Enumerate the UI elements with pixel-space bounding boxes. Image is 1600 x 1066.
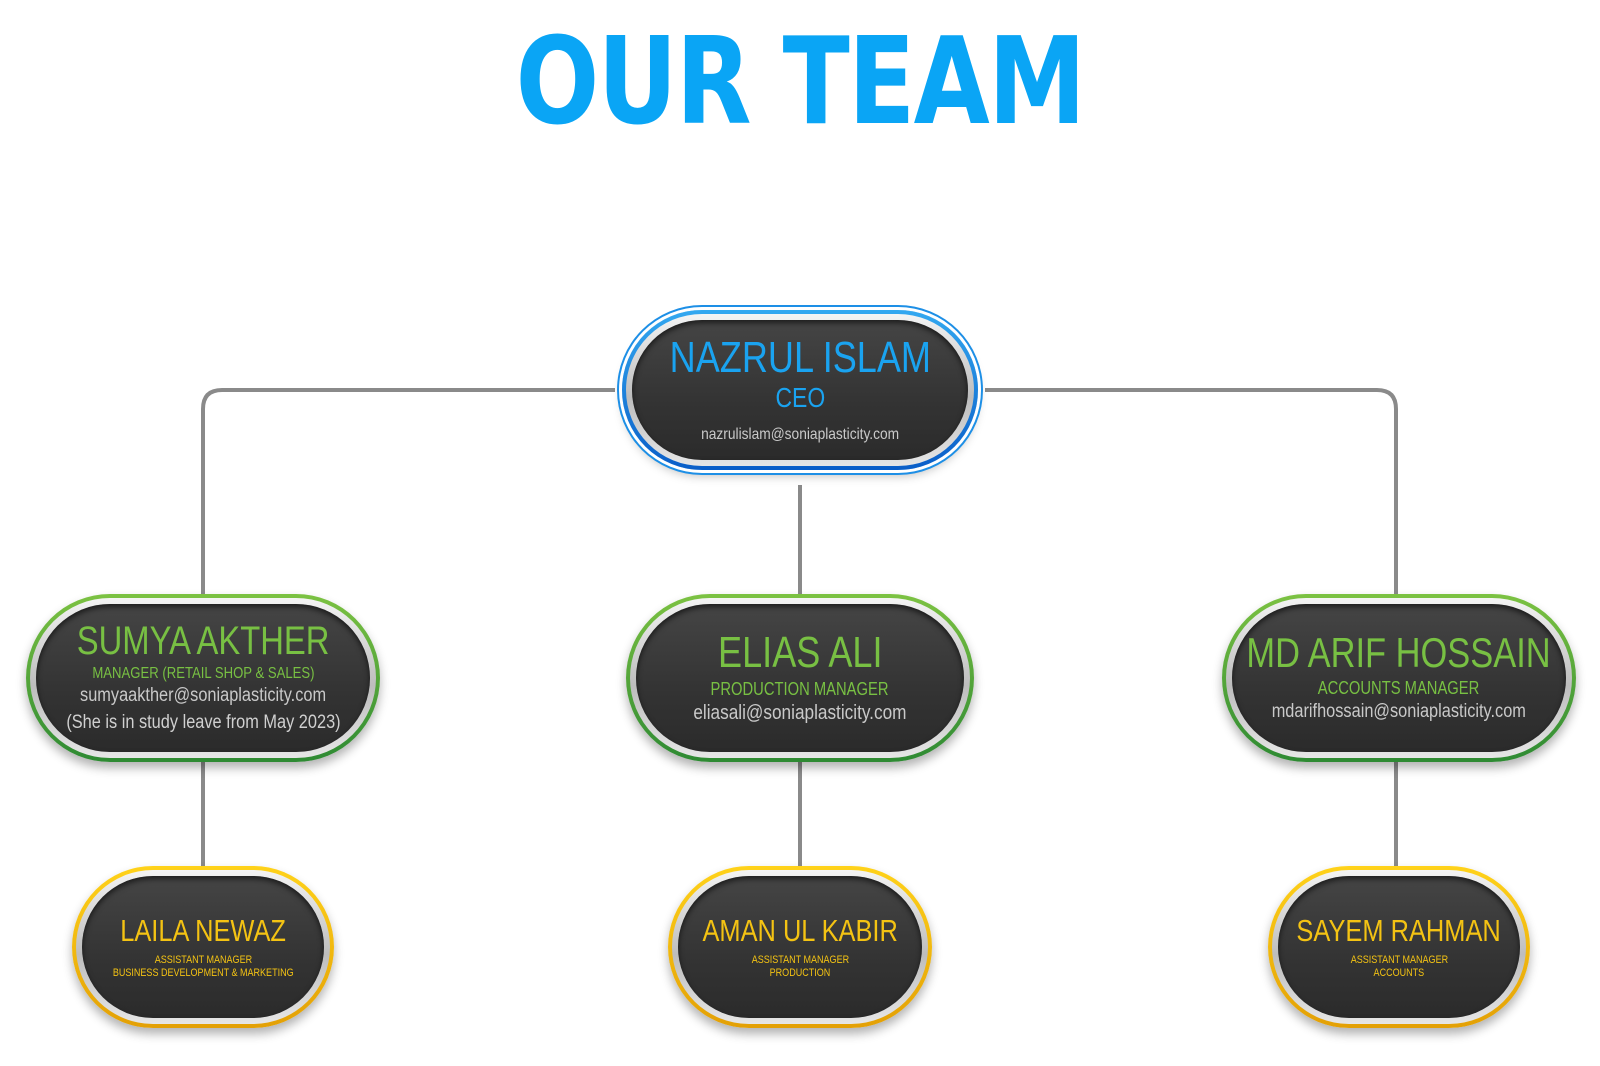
assistant-role-line1: ASSISTANT MANAGER bbox=[1350, 953, 1448, 966]
assistant-node-laila[interactable]: LAILA NEWAZ ASSISTANT MANAGER BUSINESS D… bbox=[72, 866, 334, 1028]
ceo-role: CEO bbox=[775, 382, 825, 414]
manager-name: ELIAS ALI bbox=[717, 627, 883, 677]
manager-email[interactable]: mdarifhossain@soniaplasticity.com bbox=[1271, 700, 1527, 722]
ceo-name: NAZRUL ISLAM bbox=[669, 333, 931, 383]
assistant-role-line2: BUSINESS DEVELOPMENT & MARKETING bbox=[112, 966, 294, 979]
connector-ceo-right bbox=[985, 388, 1398, 598]
assistant-role-line2: PRODUCTION bbox=[769, 966, 831, 979]
manager-email[interactable]: sumyaakther@soniaplasticity.com bbox=[79, 685, 327, 707]
assistant-name: LAILA NEWAZ bbox=[120, 912, 286, 948]
manager-role: PRODUCTION MANAGER bbox=[711, 678, 889, 699]
assistant-role-line1: ASSISTANT MANAGER bbox=[751, 953, 849, 966]
manager-note: (She is in study leave from May 2023) bbox=[65, 712, 341, 734]
assistant-role-line2: ACCOUNTS bbox=[1373, 966, 1425, 979]
assistant-node-aman[interactable]: AMAN UL KABIR ASSISTANT MANAGER PRODUCTI… bbox=[668, 866, 932, 1028]
manager-node-elias[interactable]: ELIAS ALI PRODUCTION MANAGER eliasali@so… bbox=[626, 594, 974, 762]
connector-ceo-left bbox=[201, 388, 615, 598]
assistant-name: SAYEM RAHMAN bbox=[1296, 912, 1502, 948]
assistant-node-sayem[interactable]: SAYEM RAHMAN ASSISTANT MANAGER ACCOUNTS bbox=[1268, 866, 1530, 1028]
manager-name: MD ARIF HOSSAIN bbox=[1246, 629, 1552, 677]
assistant-name: AMAN UL KABIR bbox=[702, 912, 898, 948]
manager-node-sumya[interactable]: SUMYA AKTHER MANAGER (RETAIL SHOP & SALE… bbox=[26, 594, 380, 762]
manager-name: SUMYA AKTHER bbox=[76, 619, 330, 663]
page-title: OUR TEAM bbox=[515, 13, 1087, 152]
manager-email[interactable]: eliasali@soniaplasticity.com bbox=[693, 702, 907, 725]
manager-role: ACCOUNTS MANAGER bbox=[1318, 678, 1480, 699]
assistant-role-line1: ASSISTANT MANAGER bbox=[154, 953, 252, 966]
manager-node-arif[interactable]: MD ARIF HOSSAIN ACCOUNTS MANAGER mdarifh… bbox=[1222, 594, 1576, 762]
ceo-email[interactable]: nazrulislam@soniaplasticity.com bbox=[700, 425, 900, 443]
manager-role: MANAGER (RETAIL SHOP & SALES) bbox=[91, 665, 315, 682]
ceo-node[interactable]: NAZRUL ISLAM CEO nazrulislam@soniaplasti… bbox=[622, 310, 978, 470]
